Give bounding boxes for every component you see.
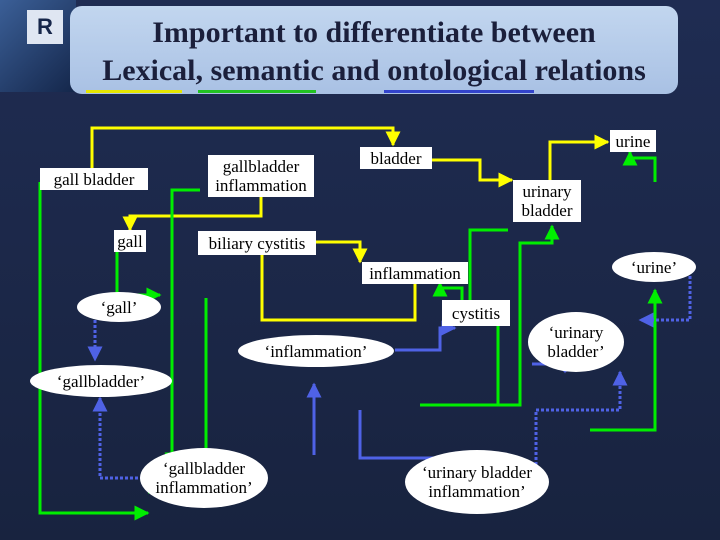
concept-gallbladder: ‘gallbladder’ xyxy=(30,365,172,397)
node-cystitis: cystitis xyxy=(442,300,510,326)
logo: R xyxy=(0,0,76,92)
lexical-underline xyxy=(86,90,182,93)
node-urinary-bladder: urinary bladder xyxy=(513,180,581,222)
ontological-underline xyxy=(384,90,534,93)
ontological-arrows xyxy=(87,266,692,480)
node-gallbladder-inflammation: gallbladder inflammation xyxy=(208,155,314,197)
concept-gallbladder-inflammation: ‘gallbladder inflammation’ xyxy=(140,448,268,508)
concept-urinary-bladder-inflammation: ‘urinary bladder inflammation’ xyxy=(405,450,549,514)
title-line-1: Important to differentiate between xyxy=(152,16,596,49)
node-urine: urine xyxy=(610,130,656,152)
lexical-arrows xyxy=(90,126,610,322)
title-line-2: Lexical, semantic and ontological relati… xyxy=(102,54,646,87)
node-bladder: bladder xyxy=(360,147,432,169)
node-gall-bladder: gall bladder xyxy=(40,168,148,190)
concept-gall: ‘gall’ xyxy=(77,292,161,322)
concept-inflammation: ‘inflammation’ xyxy=(238,335,394,367)
title-box: Important to differentiate between Lexic… xyxy=(70,6,678,94)
semantic-underline xyxy=(198,90,316,93)
concept-urine: ‘urine’ xyxy=(612,252,696,282)
node-inflammation: inflammation xyxy=(362,262,468,284)
node-biliary-cystitis: biliary cystitis xyxy=(198,231,316,255)
concept-urinary-bladder: ‘urinary bladder’ xyxy=(528,312,624,372)
logo-letter: R xyxy=(27,10,63,44)
node-gall: gall xyxy=(114,230,146,252)
